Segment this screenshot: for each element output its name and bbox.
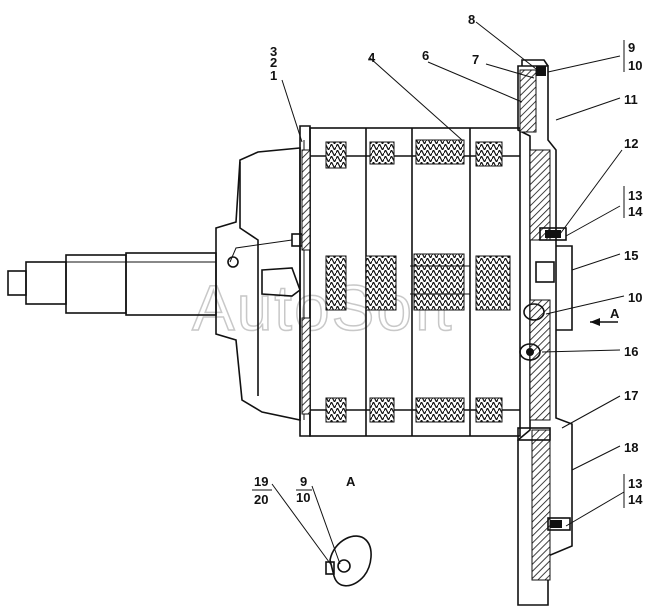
label-8: 8: [468, 12, 475, 27]
label-12: 12: [624, 136, 638, 151]
clutch-housing: [517, 59, 573, 606]
view-a-title: A: [346, 474, 356, 489]
spring-pads-middle: [325, 253, 511, 311]
label-4: 4: [368, 50, 376, 65]
label-1: 1: [270, 68, 277, 83]
leader-lines: [271, 21, 625, 567]
label-17: 17: [624, 388, 638, 403]
label-14-bottom: 14: [628, 492, 643, 507]
label-10-top: 10: [628, 58, 642, 73]
input-shaft: [7, 252, 217, 316]
label-15: 15: [624, 248, 638, 263]
label-9-view: 9: [300, 474, 307, 489]
label-13-top: 13: [628, 188, 642, 203]
spring-pads-bottom: [325, 397, 503, 423]
label-18: 18: [624, 440, 638, 455]
label-9-top: 9: [628, 40, 635, 55]
label-14-top: 14: [628, 204, 643, 219]
label-2: 2: [270, 55, 277, 70]
spring-pads-top: [325, 139, 503, 169]
view-a-detail: [325, 535, 372, 587]
label-3: 3: [270, 44, 277, 59]
label-11: 11: [624, 92, 638, 107]
watermark-text: AutoSoft: [192, 272, 454, 344]
part-number-labels: 3 2 1 4 6 7 8 9 10 11 12 13 14 15 10 16 …: [254, 12, 643, 507]
friction-linings: [301, 149, 311, 415]
label-6: 6: [422, 48, 429, 63]
label-19: 19: [254, 474, 268, 489]
label-13-bottom: 13: [628, 476, 642, 491]
label-7: 7: [472, 52, 479, 67]
label-16: 16: [624, 344, 638, 359]
label-10-middle: 10: [628, 290, 642, 305]
label-10-view: 10: [296, 490, 310, 505]
label-20: 20: [254, 492, 268, 507]
view-a-arrow-label: A: [610, 306, 620, 321]
